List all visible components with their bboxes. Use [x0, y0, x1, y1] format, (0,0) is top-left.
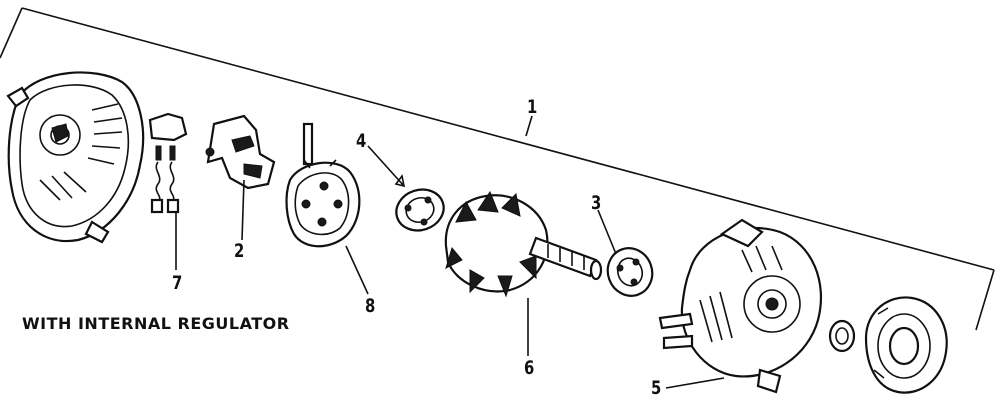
regulator-part	[205, 114, 276, 190]
spacer-part	[828, 319, 856, 353]
callout-2: 2	[234, 240, 245, 262]
callout-8: 8	[365, 295, 376, 317]
leader-lines	[175, 115, 725, 389]
rear-housing-part	[6, 71, 145, 244]
front-housing-part	[658, 218, 823, 394]
callout-3: 3	[591, 192, 602, 214]
callout-7: 7	[172, 272, 183, 294]
bearing-4-part	[395, 188, 445, 232]
pulley-part	[864, 296, 948, 394]
rotor-part	[444, 190, 603, 298]
callout-1: 1	[527, 96, 538, 118]
bearing-3-part	[606, 247, 654, 297]
brush-holder-part	[148, 112, 188, 214]
callout-6: 6	[524, 357, 535, 379]
diagram-caption: WITH INTERNAL REGULATOR	[22, 314, 290, 333]
assembly-bracket	[0, 7, 995, 331]
callout-5: 5	[651, 377, 662, 399]
callout-4: 4	[356, 130, 367, 152]
rectifier-part	[285, 122, 361, 248]
